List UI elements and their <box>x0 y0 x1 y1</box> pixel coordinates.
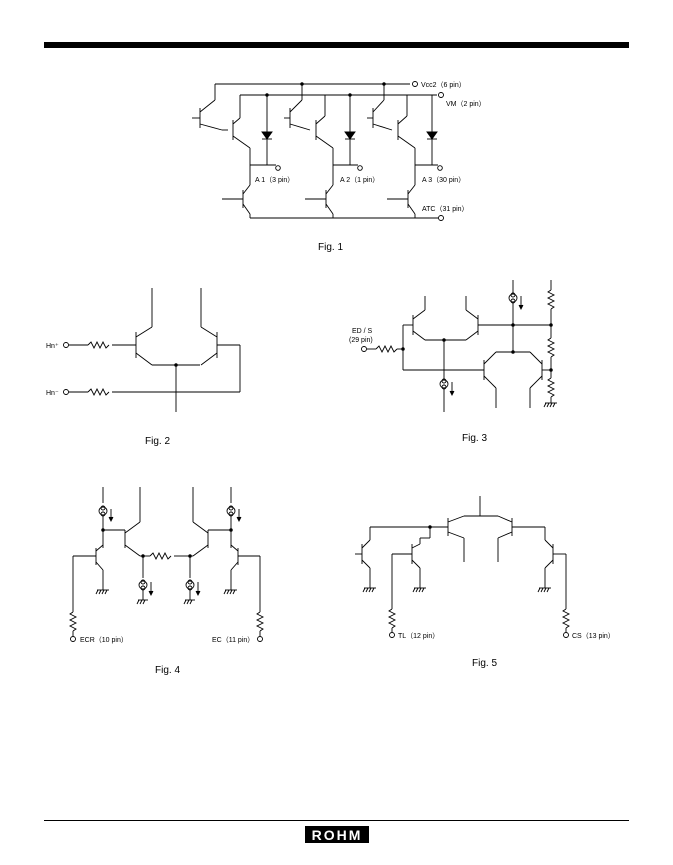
fig4-circuit <box>68 487 265 642</box>
fig4-ec-label: EC（11 pin） <box>212 636 254 644</box>
bottom-rule <box>44 820 629 821</box>
fig1-driver-a3 <box>367 84 443 218</box>
fig1-driver-a2 <box>284 84 363 218</box>
fig1-vm-label: VM（2 pin） <box>446 100 486 108</box>
fig3-circuit <box>361 280 557 412</box>
fig1-a3-label: A 3（30 pin） <box>422 176 465 184</box>
fig4-caption: Fig. 4 <box>155 665 180 676</box>
fig5-cs-label: CS（13 pin） <box>572 632 615 640</box>
rohm-logo: ROHM <box>305 826 369 843</box>
fig5-circuit <box>355 496 571 638</box>
fig1-a2-label: A 2（1 pin） <box>340 176 379 184</box>
fig3-eds-pin-label: (29 pin) <box>349 337 373 344</box>
fig5-tl-label: TL（12 pin） <box>398 632 439 640</box>
fig2-hn-minus-label: Hn⁻ <box>46 390 59 397</box>
fig4-ecr-label: ECR（10 pin） <box>80 636 128 644</box>
fig3-caption: Fig. 3 <box>462 433 487 444</box>
top-rule <box>44 42 629 48</box>
fig1-driver-a1 <box>222 95 281 218</box>
fig2-hn-plus-label: Hn⁺ <box>46 343 59 350</box>
fig1-caption: Fig. 1 <box>318 242 343 253</box>
fig2-circuit <box>63 288 241 412</box>
fig3-eds-label: ED / S <box>352 328 373 335</box>
fig1-circuit <box>192 81 444 221</box>
fig1-vcc2-label: Vcc2（6 pin） <box>421 81 466 89</box>
fig1-a1-label: A 1（3 pin） <box>255 176 294 184</box>
fig5-caption: Fig. 5 <box>472 658 497 669</box>
fig1-atc-label: ATC（31 pin） <box>422 205 469 213</box>
fig2-caption: Fig. 2 <box>145 436 170 447</box>
